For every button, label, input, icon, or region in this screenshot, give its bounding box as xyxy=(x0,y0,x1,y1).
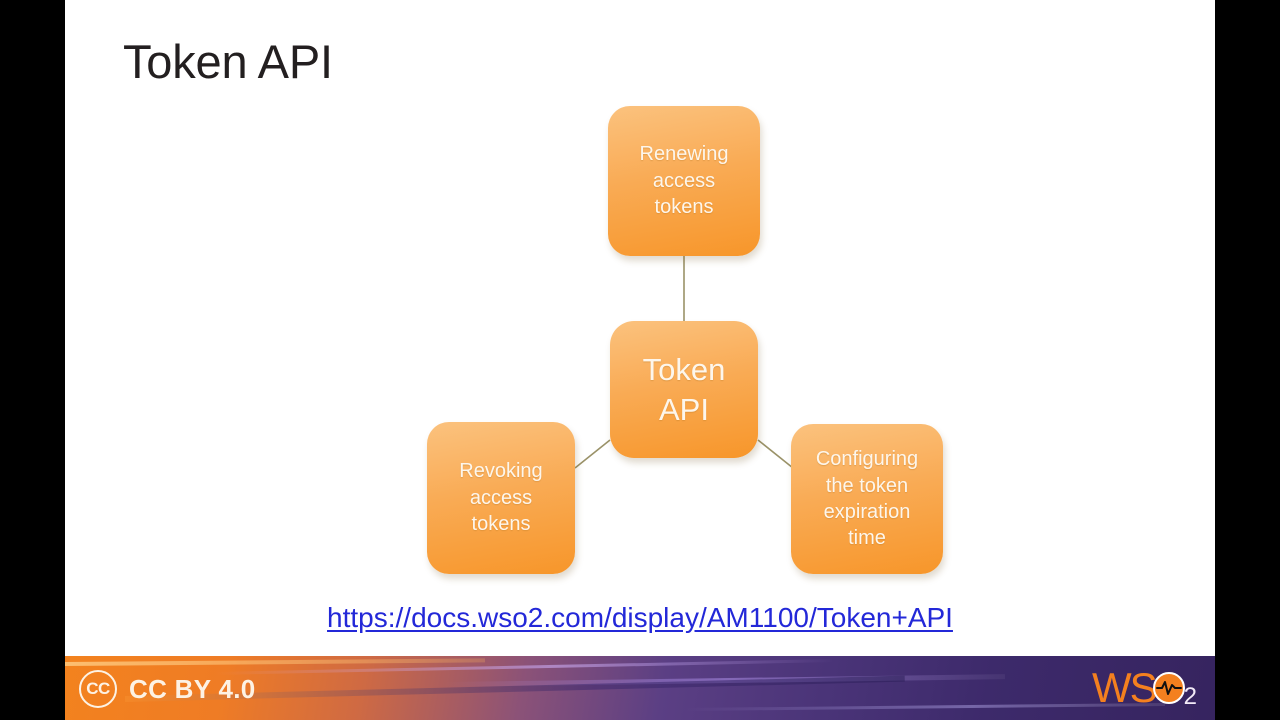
creative-commons-icon: CC xyxy=(79,670,117,708)
slide-footer-banner: CC CC BY 4.0 WS 2 xyxy=(65,656,1215,720)
banner-streak xyxy=(214,659,835,675)
diagram-node-label: Token API xyxy=(642,352,726,427)
wso2-subscript: 2 xyxy=(1183,683,1197,710)
diagram-connectors xyxy=(574,256,794,469)
banner-streak xyxy=(65,658,486,666)
wso2-wordmark: WS xyxy=(1091,664,1158,711)
presentation-slide: Token API Renewing access tokens Token A… xyxy=(65,0,1215,720)
diagram-node-label: Revoking access tokens xyxy=(459,460,543,536)
documentation-link[interactable]: https://docs.wso2.com/display/AM1100/Tok… xyxy=(327,602,953,633)
diagram-node-configuring-token-expiration-time[interactable]: Configuring the token expiration time xyxy=(791,424,943,574)
banner-streak xyxy=(444,674,1005,687)
license-label: CC BY 4.0 xyxy=(129,673,256,704)
wso2-pulse-icon xyxy=(1152,672,1185,704)
token-api-diagram: Renewing access tokens Token API Revokin… xyxy=(65,0,1215,660)
diagram-node-revoking-access-tokens[interactable]: Revoking access tokens xyxy=(427,422,575,574)
creative-commons-license: CC CC BY 4.0 xyxy=(79,670,256,708)
connector-center-to-revoking xyxy=(574,439,611,469)
diagram-node-label: Configuring the token expiration time xyxy=(815,448,919,550)
page-title: Token API xyxy=(123,35,333,88)
diagram-node-token-api[interactable]: Token API xyxy=(610,321,758,458)
pulse-wave-icon xyxy=(1155,681,1182,695)
connector-center-to-configuring xyxy=(757,439,794,469)
diagram-node-renewing-access-tokens[interactable]: Renewing access tokens xyxy=(608,106,760,256)
diagram-node-label: Renewing access tokens xyxy=(639,143,729,219)
wso2-logo: WS 2 xyxy=(1092,664,1197,712)
